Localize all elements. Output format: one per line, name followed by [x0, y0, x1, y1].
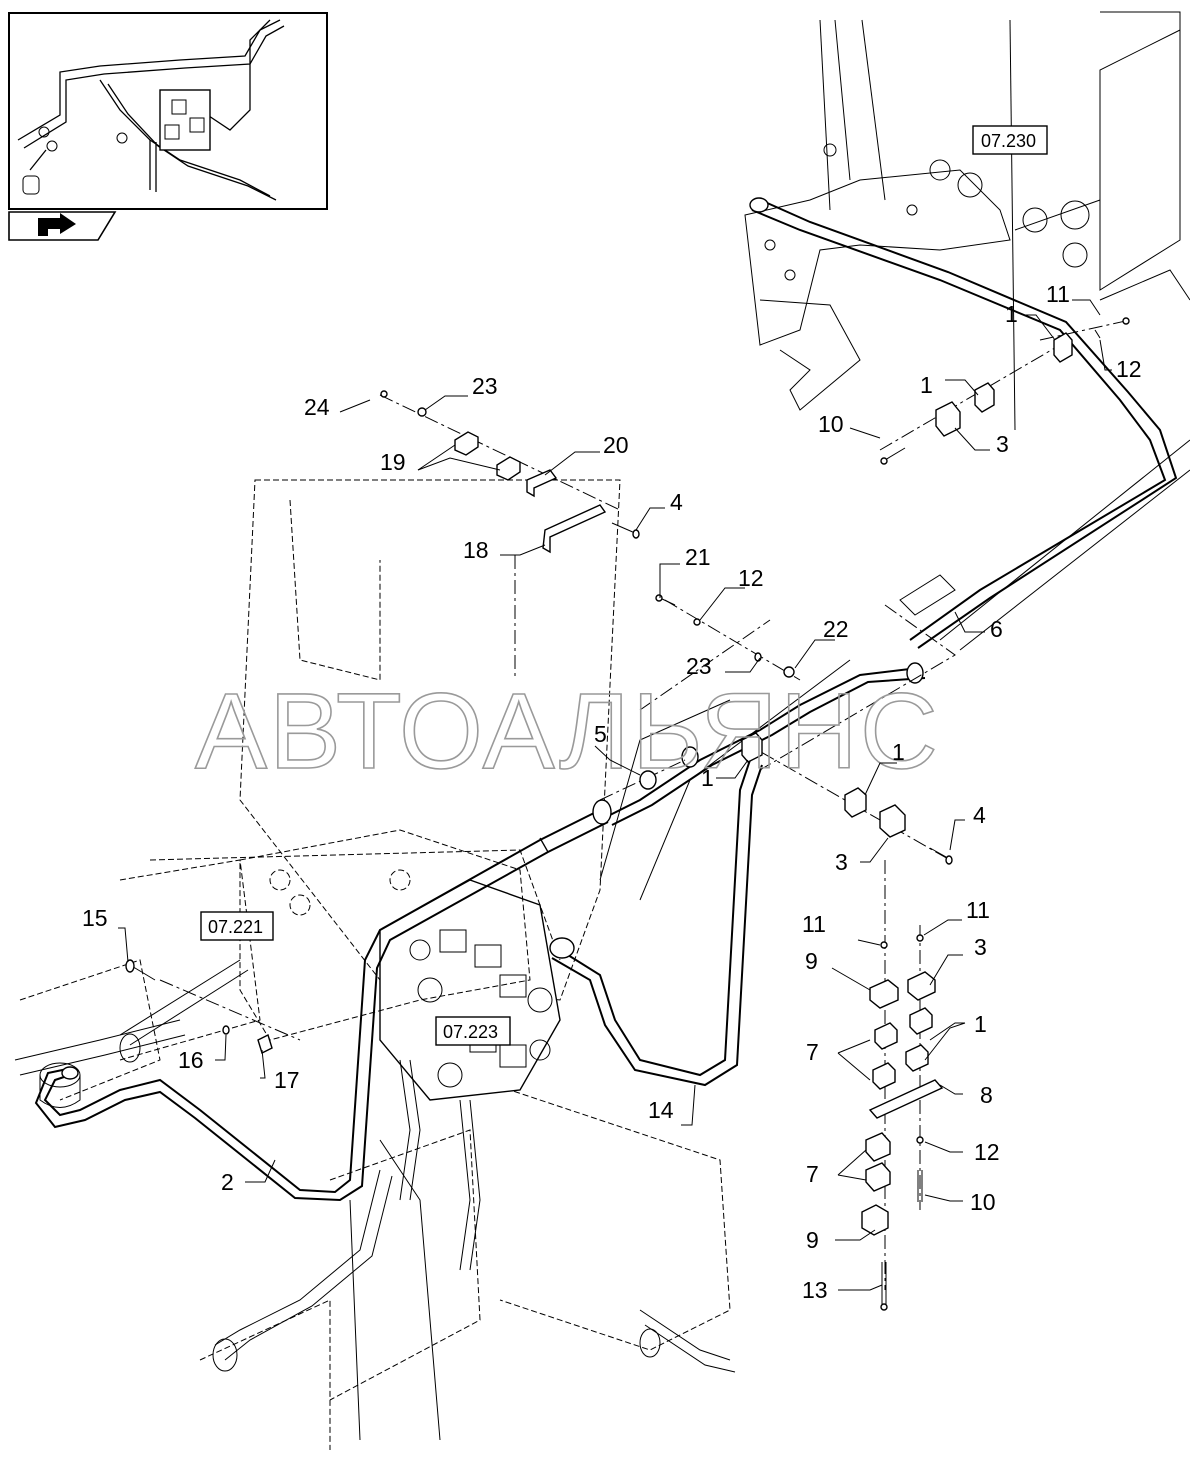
callout-22: 22	[823, 616, 849, 642]
machine-frame	[19, 11, 1190, 1450]
reference-07221[interactable]: 07.221	[200, 911, 274, 941]
callout-11: 11	[1046, 281, 1070, 307]
pipe-6	[749, 197, 1178, 649]
callout-23: 23	[472, 373, 498, 399]
callout-4: 4	[670, 489, 683, 515]
callout-12: 12	[738, 565, 764, 591]
callout-3: 3	[835, 849, 848, 875]
callout-24: 24	[304, 394, 330, 420]
callout-14: 14	[648, 1097, 674, 1123]
callout-6: 6	[990, 616, 1003, 642]
pipe-14	[549, 662, 926, 1087]
callout-1: 1	[920, 372, 933, 398]
callout-21: 21	[685, 544, 711, 570]
valve-block-rear	[239, 829, 531, 1041]
callout-labels: 1 11 12 1 10 3 24 23 19 20 4 18 21 12 22…	[82, 281, 1142, 1303]
control-valve-block	[379, 879, 561, 1271]
callout-3: 3	[974, 934, 987, 960]
callout-16: 16	[178, 1047, 204, 1073]
callout-leader-lines	[118, 299, 1112, 1291]
fastener-parts	[125, 317, 1130, 1311]
callout-15: 15	[82, 905, 108, 931]
callout-12: 12	[1116, 356, 1142, 382]
pipe-2	[34, 799, 612, 1202]
flexible-hoses	[14, 1019, 736, 1373]
reference-07223[interactable]: 07.223	[435, 1016, 511, 1046]
overview-thumbnail-icon[interactable]	[8, 12, 328, 210]
callout-10: 10	[818, 411, 844, 437]
callout-11: 11	[802, 911, 826, 937]
callout-1: 1	[974, 1011, 987, 1037]
reference-07223-label: 07.223	[443, 1022, 498, 1042]
callout-12: 12	[974, 1139, 1000, 1165]
callout-7: 7	[806, 1161, 819, 1187]
callout-19: 19	[380, 449, 406, 475]
callout-1: 1	[892, 739, 905, 765]
callout-20: 20	[603, 432, 629, 458]
reference-07230-label: 07.230	[981, 131, 1036, 151]
callout-17: 17	[274, 1067, 300, 1093]
callout-9: 9	[805, 948, 818, 974]
callout-8: 8	[980, 1082, 993, 1108]
watermark-text: АВТОАЛЬЯНС	[195, 670, 940, 791]
callout-4: 4	[973, 802, 986, 828]
callout-10: 10	[970, 1189, 996, 1215]
callout-1: 1	[701, 765, 714, 791]
reference-07230[interactable]: 07.230	[972, 125, 1048, 155]
callout-2: 2	[221, 1169, 234, 1195]
next-page-arrow-icon[interactable]	[8, 211, 117, 241]
callout-7: 7	[806, 1039, 819, 1065]
callout-13: 13	[802, 1277, 828, 1303]
callout-11: 11	[966, 897, 990, 923]
reference-07221-label: 07.221	[208, 917, 263, 937]
callout-23: 23	[686, 653, 712, 679]
callout-1: 1	[1005, 301, 1018, 327]
callout-3: 3	[996, 431, 1009, 457]
connector-pipe-left	[119, 959, 249, 1063]
callout-5: 5	[594, 721, 607, 747]
callout-18: 18	[463, 537, 489, 563]
callout-9: 9	[806, 1227, 819, 1253]
